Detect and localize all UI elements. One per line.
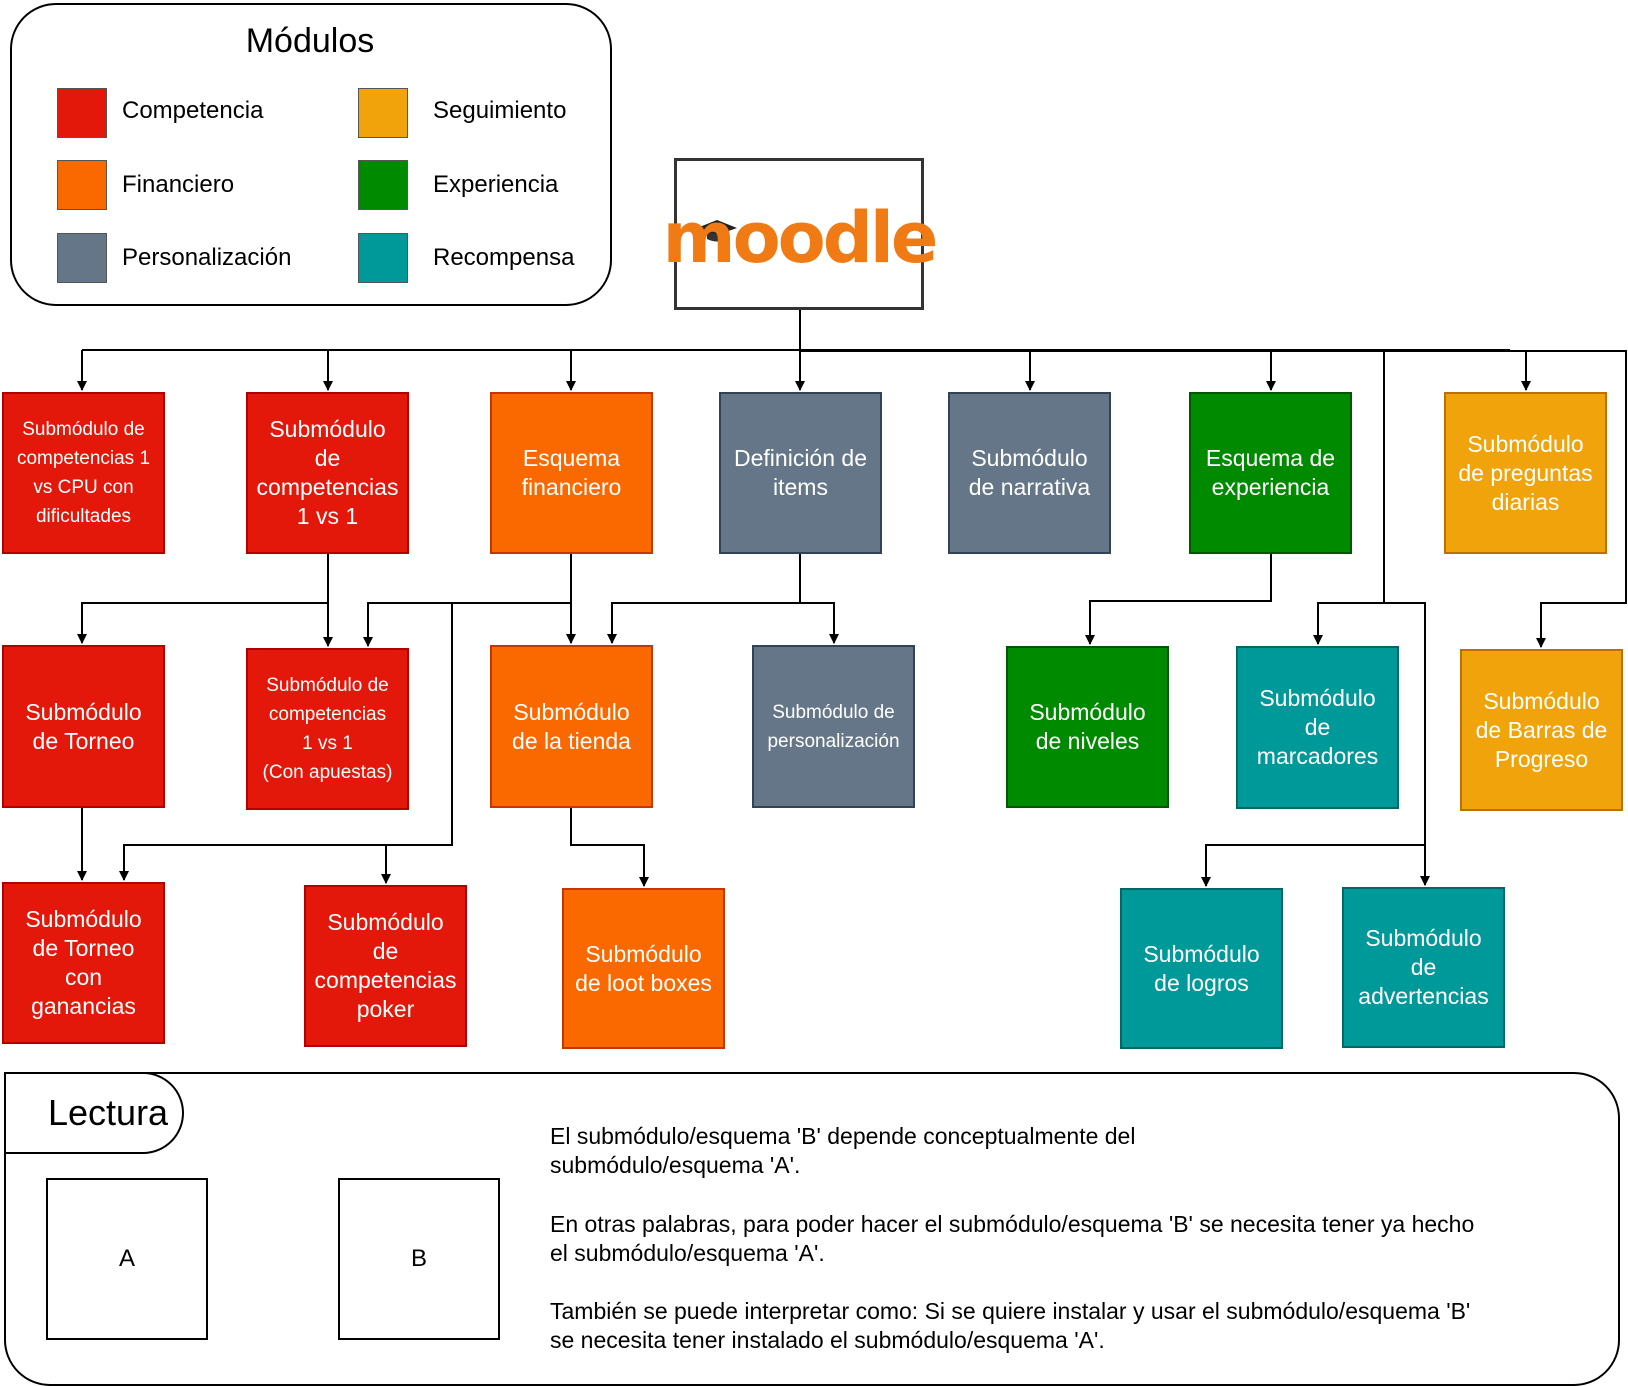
moodle-root-node: moodle (663, 158, 938, 310)
node-torneo: Submódulo de Torneo (2, 645, 165, 808)
example-box-a: A (46, 1178, 208, 1340)
node-comp-apuestas: Submódulo de competencias 1 vs 1 (Con ap… (246, 648, 409, 810)
reading-tab (4, 1072, 184, 1154)
legend-swatch-recompensa (358, 233, 408, 283)
edge-esqexp-niveles (1085, 554, 1272, 645)
node-torneo-ganancias: Submódulo de Torneo con ganancias (2, 882, 165, 1044)
edge-defitems-tienda (607, 602, 800, 644)
graduation-cap-icon (697, 220, 737, 242)
reading-panel (4, 1072, 1620, 1386)
legend-swatch-financiero (57, 160, 107, 210)
reading-paragraph-1: El submódulo/esquema 'B' depende concept… (550, 1123, 1136, 1178)
reading-paragraph-3: También se puede interpretar como: Si se… (550, 1298, 1471, 1353)
edge-moodle-barras (800, 350, 1627, 648)
node-esquema-financiero: Esquema financiero (490, 392, 653, 554)
legend-label-financiero: Financiero (122, 171, 235, 198)
reading-paragraph-2: En otras palabras, para poder hacer el s… (550, 1211, 1475, 1266)
edge-tienda-lootboxes (570, 808, 649, 887)
node-tienda: Submódulo de la tienda (490, 645, 653, 808)
node-comp-1v1: Submódulo de competencias 1 vs 1 (246, 392, 409, 554)
reading-title: Lectura (48, 1092, 169, 1133)
legend-swatch-competencia (57, 88, 107, 138)
node-comp-poker: Submódulo de competencias poker (304, 885, 467, 1047)
node-advertencias: Submódulo de advertencias (1342, 887, 1505, 1048)
node-barras-progreso: Submódulo de Barras de Progreso (1460, 649, 1623, 811)
legend-label-experiencia: Experiencia (433, 171, 559, 198)
node-loot-boxes: Submódulo de loot boxes (562, 888, 725, 1049)
legend-label-competencia: Competencia (122, 97, 264, 124)
example-box-b: B (338, 1178, 500, 1340)
legend-title: Módulos (245, 22, 375, 60)
edge-marcadores-logros (1201, 844, 1425, 887)
node-definicion-items: Definición de items (719, 392, 882, 554)
legend-panel (10, 3, 612, 306)
node-comp-cpu: Submódulo de competencias 1 vs CPU con d… (2, 392, 165, 554)
node-logros: Submódulo de logros (1120, 888, 1283, 1049)
edge-esqfin-apuestas (363, 602, 571, 647)
node-narrativa: Submódulo de narrativa (948, 392, 1111, 554)
edge-defitems-personalizacion (800, 602, 839, 644)
node-esquema-experiencia: Esquema de experiencia (1189, 392, 1352, 554)
legend-swatch-experiencia (358, 160, 408, 210)
edge-moodle-advertencias (1384, 602, 1430, 886)
edge-comp1v1-torneo (77, 602, 328, 644)
edge-moodle-marcadores (1313, 602, 1384, 645)
legend-swatch-personalizacion (57, 233, 107, 283)
node-niveles: Submódulo de niveles (1006, 646, 1169, 808)
node-marcadores: Submódulo de marcadores (1236, 646, 1399, 809)
moodle-logo: moodle (662, 197, 939, 279)
legend-label-seguimiento: Seguimiento (433, 97, 567, 124)
node-preguntas-diarias: Submódulo de preguntas diarias (1444, 392, 1607, 554)
legend-swatch-seguimiento (358, 88, 408, 138)
edge-apuestas-poker (381, 844, 452, 884)
legend-label-personalizacion: Personalización (122, 244, 292, 271)
legend-label-recompensa: Recompensa (433, 244, 575, 271)
node-personalizacion: Submódulo de personalización (752, 645, 915, 808)
